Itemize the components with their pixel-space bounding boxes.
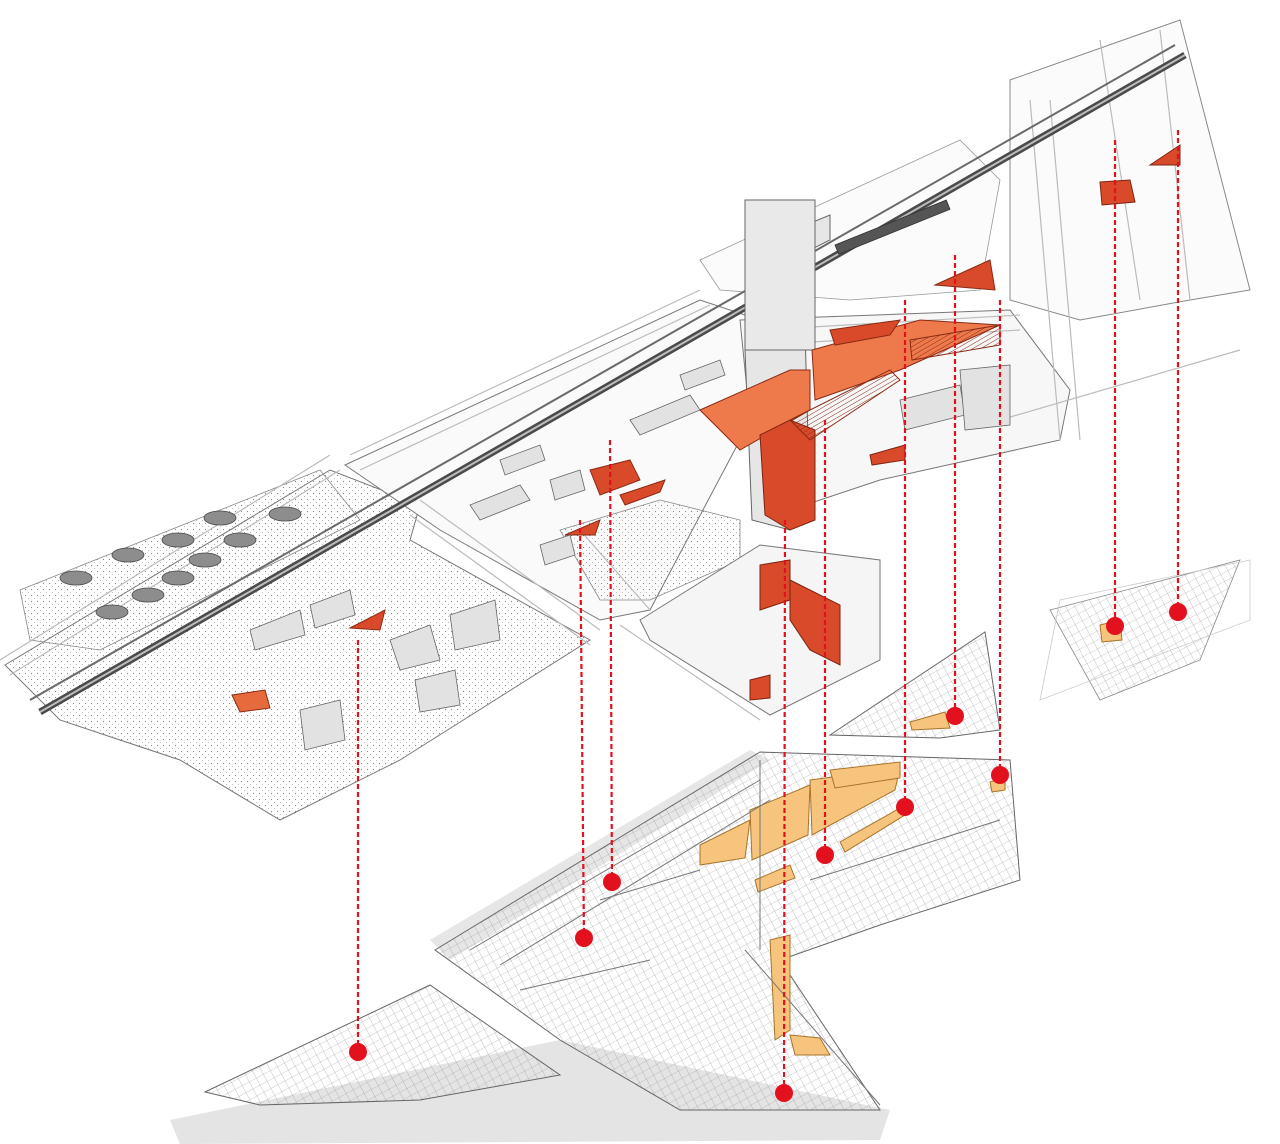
marker-4 [775,1084,793,1102]
lower-underground-layer [170,559,1251,1144]
underground-west-wing [203,984,562,1106]
marker-2 [575,929,593,947]
upper-masterplan-layer [0,19,1251,821]
marker-1 [349,1043,367,1061]
marker-10 [1169,603,1187,621]
highlight-east-triangle [1148,144,1181,166]
west-block-plate [4,469,591,821]
south-block-plate [639,544,881,716]
highlight-central-small-2 [619,479,666,506]
marker-6 [896,798,914,816]
building-cluster-west [249,589,501,751]
underground-east-plate [1049,559,1241,701]
highlight-central-small-1 [589,459,641,496]
highlight-south-block [749,674,771,701]
marker-7 [946,707,964,725]
spine-tower [744,199,816,351]
underground-highlights [699,619,1123,1056]
highlight-west-small [348,609,386,631]
marker-8 [991,766,1009,784]
highlight-north-triangle [933,259,996,291]
highlight-west-plaza [231,689,271,713]
connector-lines [356,130,1180,1094]
marker-group [349,603,1187,1102]
highlight-east-building [1099,179,1136,206]
marker-9 [1106,617,1124,635]
marker-3-connector [608,439,614,883]
underground-central-plate [434,751,1021,1111]
park-tower-cluster [59,506,302,620]
lower-shadow [170,1040,890,1144]
underground-corridors [469,760,1001,1106]
railway-line-inner [39,54,1186,713]
underground-east-faint [1039,559,1251,701]
highlight-central-plaza [699,369,811,451]
marker-3 [603,873,621,891]
highlight-north-panel [829,319,902,346]
highlight-central-triangle [564,519,601,536]
railway-line-2 [29,44,1176,701]
building-cluster-central [469,359,1011,566]
highlight-south-diagonal [789,579,841,666]
marker-2-connector [578,519,586,939]
marker-5 [816,846,834,864]
highlight-hatched-diagonal [789,369,901,441]
metro-station-bar [834,199,951,255]
